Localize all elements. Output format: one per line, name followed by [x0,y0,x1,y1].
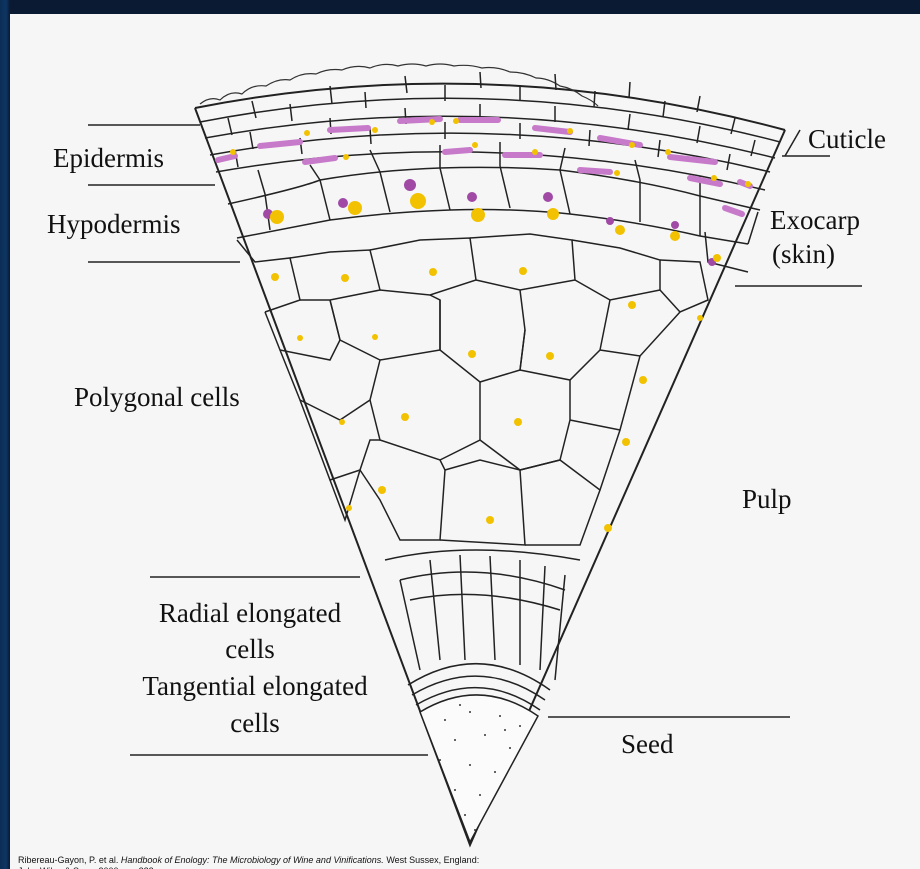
diagram-slide: Epidermis Hypodermis Cuticle Exocarp (sk… [10,14,920,869]
label-tangential-elongated: Tangential elongated [105,671,405,702]
label-hypodermis: Hypodermis [47,209,180,240]
label-skin: (skin) [772,239,835,270]
label-epidermis: Epidermis [53,143,164,174]
epidermis-layer [200,72,780,190]
label-exocarp: Exocarp [770,205,860,236]
citation: Ribereau-Gayon, P. et al. Handbook of En… [18,855,488,869]
citation-authors: Ribereau-Gayon, P. et al. [18,855,121,865]
label-radial-elongated: Radial elongated [130,598,370,629]
citation-title: Handbook of Enology: The Microbiology of… [121,855,384,865]
label-radial-cells: cells [130,634,370,665]
polygonal-cells [237,234,708,545]
label-pulp: Pulp [742,484,792,515]
label-cuticle: Cuticle [808,124,886,155]
label-seed: Seed [621,729,673,760]
seed-region [420,695,538,842]
cell-nuclei [230,118,751,532]
anthocyanin-granules [263,179,716,266]
label-tangential-cells: cells [105,708,405,739]
label-polygonal-cells: Polygonal cells [74,382,240,413]
